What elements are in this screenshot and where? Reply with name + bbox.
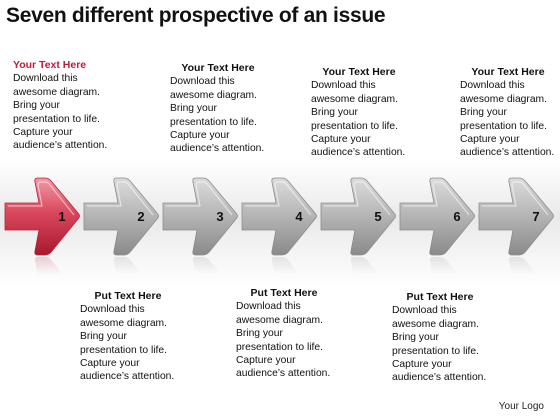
text-block-line: audience’s attention. — [460, 147, 555, 159]
text-block-line: Download this — [80, 304, 145, 316]
arrow-highlight — [8, 181, 75, 216]
step-number-1: 1 — [58, 209, 65, 224]
text-block-line: Download this — [460, 80, 525, 92]
arrow-step-5: 5 — [320, 177, 396, 256]
logo-placeholder: Your Logo — [498, 401, 544, 412]
text-block-line: awesome diagram. — [460, 93, 547, 105]
text-block-line: presentation to life. — [80, 344, 168, 356]
text-block-line: Download this — [311, 80, 376, 92]
text-block-heading: Put Text Here — [94, 290, 162, 302]
text-block-heading: Put Text Here — [250, 287, 318, 299]
text-block-5: Your Text Here Download this awesome dia… — [311, 66, 421, 160]
step-number-4: 4 — [295, 209, 303, 224]
step-number-5: 5 — [374, 209, 381, 224]
text-block-line: Bring your — [236, 328, 283, 340]
text-block-2: Put Text Here Download this awesome diag… — [80, 290, 190, 384]
arrow-highlight — [324, 181, 391, 216]
arrow-highlight — [482, 181, 549, 216]
text-block-line: presentation to life. — [460, 120, 548, 132]
text-block-line: presentation to life. — [311, 120, 399, 132]
arrow-shape — [478, 177, 554, 256]
text-block-line: Capture your — [13, 127, 73, 139]
text-block-heading: Your Text Here — [181, 62, 255, 74]
arrow-shape — [399, 177, 475, 256]
text-block-line: Bring your — [460, 107, 507, 119]
arrow-shape — [241, 177, 317, 256]
text-block-line: Download this — [13, 73, 78, 85]
arrow-highlight — [87, 181, 154, 216]
text-block-line: presentation to life. — [236, 341, 324, 353]
text-block-heading: Your Text Here — [322, 66, 396, 78]
text-block-line: Capture your — [170, 130, 230, 142]
text-block-line: presentation to life. — [392, 345, 480, 357]
step-number-6: 6 — [453, 209, 460, 224]
text-block-line: audience’s attention. — [13, 140, 108, 152]
text-block-line: Capture your — [236, 355, 296, 367]
text-block-6: Put Text Here Download this awesome diag… — [392, 291, 502, 385]
arrow-shape — [162, 177, 238, 256]
text-block-line: Bring your — [392, 332, 439, 344]
text-block-line: Capture your — [80, 358, 140, 370]
text-block-line: Capture your — [311, 134, 371, 146]
text-block-3: Your Text Here Download this awesome dia… — [170, 62, 280, 156]
text-block-line: presentation to life. — [13, 113, 101, 125]
text-block-line: awesome diagram. — [13, 86, 100, 98]
text-block-line: Capture your — [392, 359, 452, 371]
arrow-highlight — [403, 181, 470, 216]
text-block-line: awesome diagram. — [170, 89, 257, 101]
arrow-step-7: 7 — [478, 177, 554, 256]
arrow-step-2: 2 — [83, 177, 159, 256]
text-block-line: Download this — [392, 305, 457, 317]
arrow-step-6: 6 — [399, 177, 475, 256]
text-block-line: audience’s attention. — [311, 147, 406, 159]
text-block-line: awesome diagram. — [236, 314, 323, 326]
arrow-reflection-shape — [5, 257, 80, 298]
text-block-heading: Your Text Here — [471, 66, 545, 78]
slide-title: Seven different prospective of an issue — [6, 4, 386, 27]
text-block-line: audience’s attention. — [80, 371, 175, 383]
arrow-row: 1 2 3 4 5 6 7 — [4, 177, 554, 256]
step-number-7: 7 — [532, 209, 539, 224]
text-block-line: Download this — [236, 301, 301, 313]
arrow-step-3: 3 — [162, 177, 238, 256]
text-block-7: Your Text Here Download this awesome dia… — [460, 66, 560, 160]
arrow-shape — [320, 177, 396, 256]
text-block-line: Capture your — [460, 134, 520, 146]
arrow-highlight — [245, 181, 312, 216]
step-number-2: 2 — [137, 209, 144, 224]
text-block-line: Bring your — [311, 107, 358, 119]
arrow-step-4: 4 — [241, 177, 317, 256]
text-block-line: audience’s attention. — [170, 143, 265, 155]
text-block-line: awesome diagram. — [311, 93, 398, 105]
text-block-heading: Put Text Here — [406, 291, 474, 303]
text-block-line: Download this — [170, 76, 235, 88]
text-block-line: Bring your — [80, 331, 127, 343]
text-block-line: audience’s attention. — [236, 368, 331, 380]
text-block-heading: Your Text Here — [13, 59, 87, 71]
arrow-highlight — [166, 181, 233, 216]
text-block-line: awesome diagram. — [392, 318, 479, 330]
text-block-line: audience’s attention. — [392, 372, 487, 384]
text-block-line: presentation to life. — [170, 116, 258, 128]
arrow-shape — [83, 177, 159, 256]
text-block-1: Your Text Here Download this awesome dia… — [13, 59, 123, 153]
arrow-shape — [4, 177, 80, 256]
arrow-reflection-1 — [5, 257, 80, 298]
text-block-4: Put Text Here Download this awesome diag… — [236, 287, 346, 381]
arrow-sequence: 1 2 3 4 5 6 7 — [4, 177, 554, 298]
text-block-line: Bring your — [13, 100, 60, 112]
step-number-3: 3 — [216, 209, 223, 224]
text-block-line: Bring your — [170, 103, 217, 115]
text-block-line: awesome diagram. — [80, 317, 167, 329]
arrow-step-1: 1 — [4, 177, 80, 256]
